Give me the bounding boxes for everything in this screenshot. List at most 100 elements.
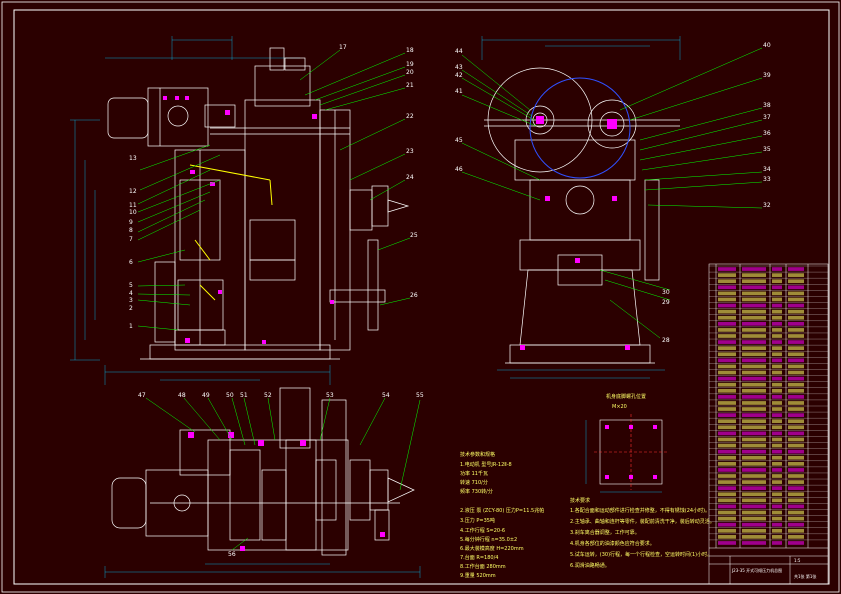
part-47: 47 xyxy=(138,392,146,399)
tech-line-1: 1.各配合面和运动部件进行检查并修整，不得有锈蚀(24小时)。 xyxy=(570,507,710,514)
part-49: 49 xyxy=(202,392,210,399)
parts-row-cell xyxy=(718,303,736,308)
parts-row-cell xyxy=(772,437,782,442)
spec-line-7: 4.工作行程 S=20-6 xyxy=(460,527,505,534)
part-10: 10 xyxy=(129,209,137,216)
parts-row-cell xyxy=(772,364,782,369)
parts-row-cell xyxy=(788,474,804,478)
drawing-title: J23-35 开式可倾压力机总图 xyxy=(731,567,782,573)
parts-row-cell xyxy=(772,480,782,484)
parts-row-cell xyxy=(742,328,766,332)
parts-row-cell xyxy=(772,370,782,375)
part-50: 50 xyxy=(226,392,234,399)
parts-row-cell xyxy=(772,401,782,405)
parts-row-cell xyxy=(788,334,804,338)
parts-row-cell xyxy=(742,315,766,320)
parts-row-cell xyxy=(772,486,782,491)
parts-row-cell xyxy=(788,267,804,271)
parts-row-cell xyxy=(772,267,782,271)
parts-row-cell xyxy=(742,498,766,503)
parts-row-cell xyxy=(772,340,782,344)
part-9: 9 xyxy=(129,219,133,226)
parts-row-cell xyxy=(718,370,736,375)
parts-row-cell xyxy=(772,474,782,478)
part-55: 55 xyxy=(416,392,424,399)
parts-row-cell xyxy=(718,522,736,527)
parts-row-cell xyxy=(788,419,804,424)
top-view-leaders xyxy=(145,397,421,551)
parts-row-cell xyxy=(718,291,736,296)
parts-row-cell xyxy=(742,407,766,411)
spec-line-9: 6.最大装模高度 H=220mm xyxy=(460,545,524,552)
inner-frame xyxy=(13,9,830,585)
tech-line-2: 2.主轴承、曲轴和连杆等零件，装配前清洗干净，装后转动灵活。 xyxy=(570,518,715,525)
parts-row-cell xyxy=(772,498,782,503)
parts-row-cell xyxy=(772,461,782,466)
part-35: 35 xyxy=(763,146,771,153)
parts-row-cell xyxy=(742,382,766,387)
parts-row-cell xyxy=(742,528,766,533)
parts-row-cell xyxy=(718,510,736,515)
parts-row-cell xyxy=(772,449,782,454)
part-39: 39 xyxy=(763,72,771,79)
parts-row-cell xyxy=(788,461,804,466)
parts-row-cell xyxy=(742,388,766,393)
parts-row-cell xyxy=(718,437,736,442)
parts-row-cell xyxy=(772,352,782,357)
part-3: 3 xyxy=(129,297,133,304)
part-40a: 40 xyxy=(763,42,771,49)
part-56: 56 xyxy=(228,551,236,558)
parts-row-cell xyxy=(788,370,804,375)
parts-row-cell xyxy=(718,419,736,424)
part-19: 19 xyxy=(406,61,414,68)
bolt-detail-subtitle: M×20 xyxy=(612,404,627,410)
parts-row-cell xyxy=(788,431,804,436)
parts-row-cell xyxy=(772,516,782,521)
parts-row-cell xyxy=(742,273,766,277)
part-25: 25 xyxy=(410,232,418,239)
drawing-scale: 1:5 xyxy=(794,558,801,563)
parts-row-cell xyxy=(742,340,766,344)
parts-row-cell xyxy=(718,449,736,454)
side-view xyxy=(481,36,681,379)
parts-row-cell xyxy=(788,285,804,290)
part-29: 29 xyxy=(662,299,670,306)
side-view-numbers-right: 40 39 38 37 36 35 34 33 32 30 29 28 xyxy=(662,42,771,344)
parts-row-cell xyxy=(772,328,782,332)
parts-row-cell xyxy=(742,395,766,399)
tech-line-4: 4.机身各部位的油漆颜色应符合要求。 xyxy=(570,540,655,547)
parts-row-cell xyxy=(788,388,804,393)
parts-row-cell xyxy=(788,321,804,326)
spec-line-6: 3.压力 P=35吨 xyxy=(460,517,495,524)
part-52: 52 xyxy=(264,392,272,399)
parts-row-cell xyxy=(772,528,782,533)
parts-row-cell xyxy=(788,498,804,503)
parts-row-cell xyxy=(772,407,782,411)
parts-row-cell xyxy=(788,297,804,302)
side-view-numbers-left: 44 43 42 41 45 46 xyxy=(455,48,463,173)
parts-row-cell xyxy=(742,303,766,308)
front-view-highlights xyxy=(163,96,334,344)
parts-row-cell xyxy=(742,376,766,381)
parts-row-cell xyxy=(788,401,804,405)
parts-row-cell xyxy=(788,492,804,497)
parts-row-cell xyxy=(718,376,736,381)
part-51: 51 xyxy=(240,392,248,399)
parts-row-cell xyxy=(772,468,782,472)
part-42: 42 xyxy=(455,72,463,79)
part-38: 38 xyxy=(763,102,771,109)
part-1: 1 xyxy=(129,323,133,330)
drawing-sheet: 共1张 第1张 xyxy=(794,573,816,579)
parts-row-cell xyxy=(718,346,736,351)
part-11: 11 xyxy=(129,202,137,209)
parts-row-cell xyxy=(772,413,782,417)
parts-row-cell xyxy=(742,346,766,351)
parts-row-cell xyxy=(718,388,736,393)
parts-row-cell xyxy=(788,407,804,411)
parts-row-cell xyxy=(718,541,736,545)
parts-row-cell xyxy=(772,309,782,314)
parts-row-cell xyxy=(742,437,766,442)
parts-row-cell xyxy=(718,267,736,271)
parts-row-cell xyxy=(788,352,804,357)
